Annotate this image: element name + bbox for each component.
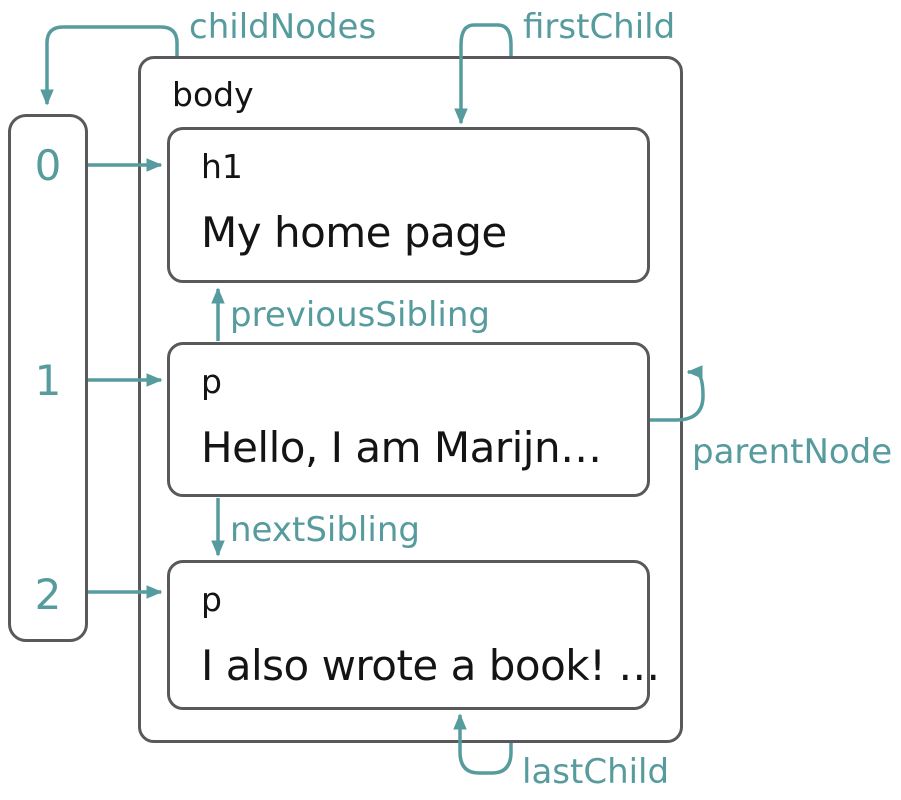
lastchild-label: lastChild (522, 752, 670, 792)
previoussibling-label: previousSibling (230, 295, 490, 335)
p-second-text-content: I also wrote a book! … (201, 641, 660, 690)
h1-text-content: My home page (201, 208, 507, 257)
child-index-2: 2 (34, 570, 62, 619)
p-first-tag-label: p (201, 362, 222, 401)
p-first-node-box: p Hello, I am Marijn… (167, 342, 650, 497)
parentnode-label: parentNode (692, 432, 893, 472)
h1-node-box: h1 My home page (167, 127, 650, 283)
body-tag-label: body (172, 75, 254, 114)
p-second-node-box: p I also wrote a book! … (167, 560, 660, 710)
p-first-text-content: Hello, I am Marijn… (201, 423, 602, 472)
h1-tag-label: h1 (201, 147, 243, 186)
childnodes-label: childNodes (189, 7, 377, 47)
nextsibling-label: nextSibling (230, 510, 420, 550)
child-index-0: 0 (34, 141, 62, 190)
firstchild-label: firstChild (523, 7, 676, 47)
childnodes-list-box: 0 1 2 (8, 114, 88, 642)
child-index-1: 1 (34, 356, 62, 405)
p-second-tag-label: p (201, 580, 222, 619)
